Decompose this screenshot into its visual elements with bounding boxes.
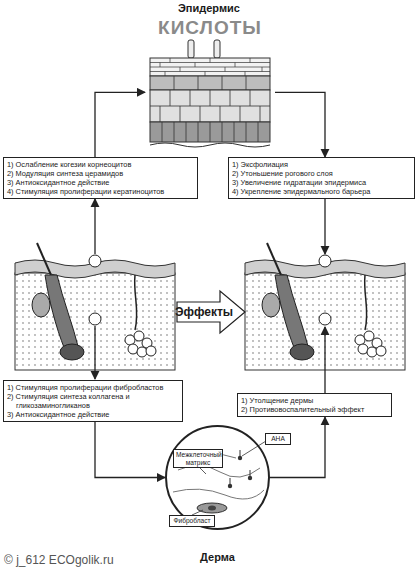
effect-list-box: 1) Ослабление когезии корнеоцитов2) Моду…	[3, 157, 198, 199]
dermis-circle: ДермаМежклеточный матриксАНАФибробласт	[165, 425, 270, 530]
list-item: 2) Модуляция синтеза церамидов	[7, 169, 194, 178]
list-item: 3) Антиоксидантное действие	[7, 410, 179, 419]
epidermis-illustration: КИСЛОТЫ	[145, 18, 275, 153]
label-box: Межклеточный матрикс	[173, 449, 223, 468]
flow-line	[94, 326, 95, 379]
tag-label: АНА	[268, 435, 288, 443]
corneocyte-lines	[150, 58, 270, 76]
stratum-spinosum	[150, 90, 270, 122]
acid-channel	[188, 40, 194, 58]
effect-list-box: 1) Эксфолиация2) Утоньшение рогового сло…	[228, 157, 415, 199]
list-item: 2) Стимуляция синтеза коллагена и гликоз…	[7, 392, 179, 410]
acid-label: КИСЛОТЫ	[145, 18, 275, 37]
list-item: 1) Ослабление когезии корнеоцитов	[7, 160, 194, 169]
tag-label: Межклеточный матрикс	[176, 451, 220, 466]
cell-lines	[162, 122, 258, 142]
flow-line	[94, 199, 95, 254]
effect-list-box: 1) Стимуляция пролиферации фибробластов2…	[3, 380, 183, 422]
label-box: Фибробласт	[169, 515, 215, 527]
aha-molecule	[238, 456, 242, 460]
basement-membrane	[150, 143, 270, 147]
effects-arrow: Эффекты	[176, 290, 246, 334]
label-box: АНА	[265, 433, 291, 445]
flow-line	[324, 199, 325, 254]
collagen-fiber	[173, 489, 264, 499]
fibroblast-nucleus	[208, 506, 216, 511]
flow-connector	[95, 422, 165, 477]
aha-molecule	[228, 484, 232, 488]
flow-connector	[270, 417, 325, 477]
aha-molecule	[230, 450, 250, 484]
watermark: © j_612 ECOgolik.ru	[4, 553, 114, 567]
tag-label: Фибробласт	[172, 517, 212, 525]
cell-lines	[174, 76, 246, 90]
list-item: 2) Утоньшение рогового слоя	[232, 169, 411, 178]
fibroblast-cell	[197, 503, 227, 513]
aha-molecule	[248, 476, 252, 480]
circle-outline	[166, 426, 269, 529]
flow-connector	[275, 92, 325, 157]
list-item: 2) Противовоспалительный эффект	[241, 405, 388, 414]
list-item: 4) Стимуляция пролиферации кератиноцитов	[7, 187, 194, 196]
list-item: 1) Утолщение дермы	[241, 396, 388, 405]
list-item: 1) Стимуляция пролиферации фибробластов	[7, 383, 179, 392]
section-label: Дерма	[165, 551, 270, 563]
list-item: 1) Эксфолиация	[232, 160, 411, 169]
flow-connector	[95, 92, 145, 157]
flow-line	[324, 327, 325, 393]
cell-lines	[150, 90, 270, 122]
list-item: 3) Антиоксидантное действие	[7, 178, 194, 187]
effect-list-box: 1) Утолщение дермы2) Противовоспалительн…	[237, 393, 392, 417]
arrow-label: Эффекты	[175, 305, 233, 319]
diagram-title: Эпидермис	[0, 2, 418, 14]
stratum-granulosum	[150, 76, 270, 90]
list-item: 4) Укрепление эпидермального барьера	[232, 187, 411, 196]
acid-channel	[214, 40, 220, 58]
stratum-basale	[150, 122, 270, 142]
list-item: 3) Увеличение гидратации эпидермиса	[232, 178, 411, 187]
stratum-corneum	[150, 58, 270, 76]
